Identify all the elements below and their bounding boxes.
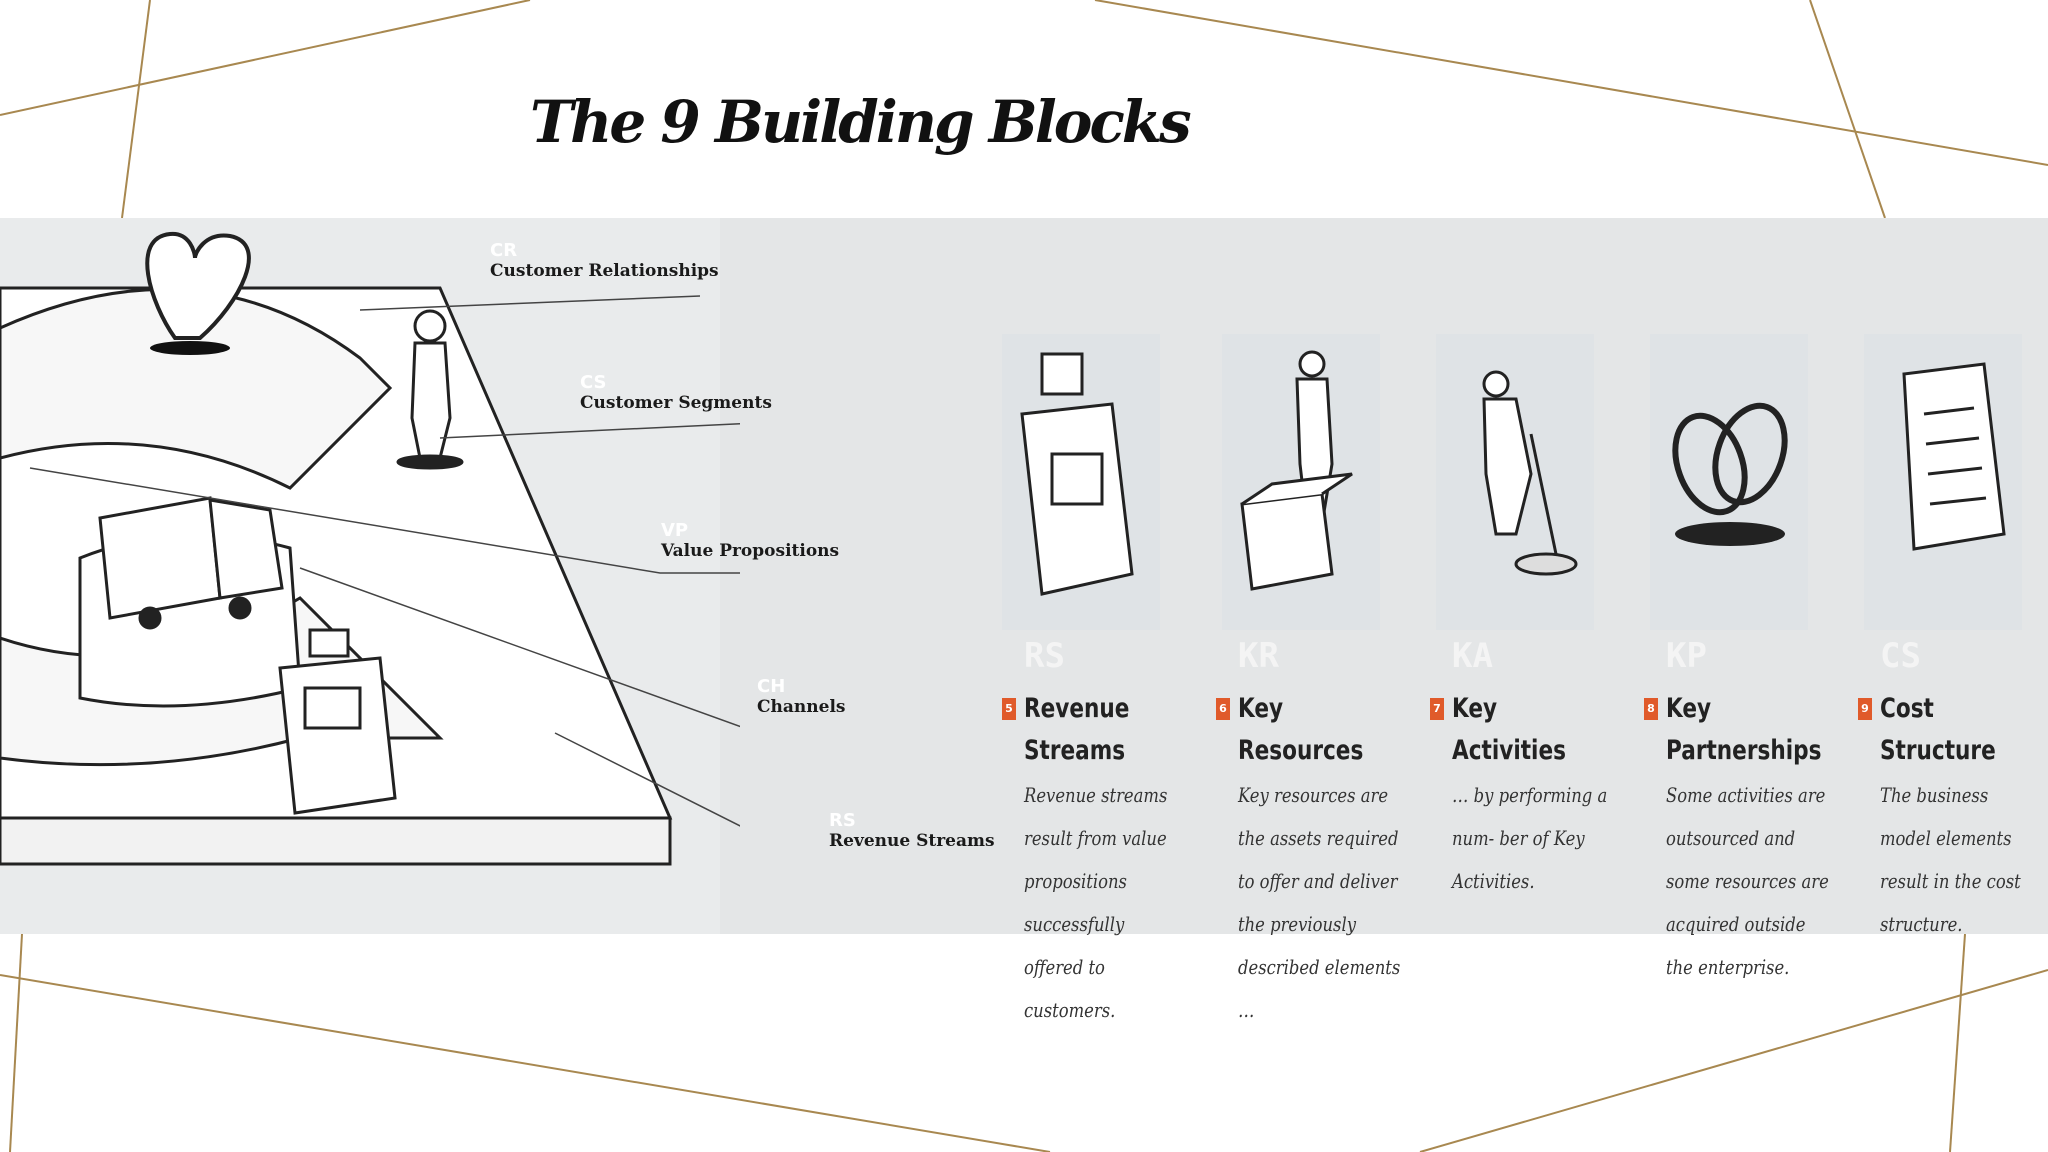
callout-abbr: CH	[757, 676, 786, 697]
arrow-arc-top	[0, 288, 393, 490]
block-number-badge: 7	[1430, 698, 1444, 720]
block-abbr: CS	[1880, 636, 1921, 676]
callout-revenue-streams: RS Revenue Streams	[829, 812, 995, 852]
callout-line	[29, 467, 740, 574]
digging-worker-icon	[1436, 334, 1594, 630]
cash-register-icon	[1002, 334, 1160, 630]
callout-label: Customer Segments	[580, 393, 772, 413]
heart-shadow	[150, 341, 230, 355]
block-number-badge: 6	[1216, 698, 1230, 720]
block-title: Key Activities	[1452, 693, 1566, 766]
cash-register-icon	[278, 628, 397, 815]
block-description: The business model elements result in th…	[1880, 783, 2021, 936]
block-description: … by performing a num- ber of Key Activi…	[1452, 783, 1608, 893]
callout-line	[554, 732, 740, 827]
deco-line	[121, 0, 151, 219]
truck-icon	[98, 496, 284, 630]
interlocked-rings-icon	[1650, 334, 1808, 630]
callout-customer-segments: CS Customer Segments	[580, 374, 772, 414]
callout-value-propositions: VP Value Propositions	[661, 522, 839, 562]
callout-line	[299, 567, 740, 728]
callout-abbr: CR	[490, 240, 518, 261]
worker-with-crates-icon	[1222, 334, 1380, 630]
block-title: Cost Structure	[1880, 693, 1996, 766]
block-number-badge: 9	[1858, 698, 1872, 720]
block-number-badge: 5	[1002, 698, 1016, 720]
callout-label: Customer Relationships	[490, 261, 719, 281]
block-description: Revenue streams result from value propos…	[1024, 783, 1168, 1022]
canvas-board-sketch	[0, 231, 740, 866]
person-icon	[396, 309, 464, 470]
deco-line	[1419, 969, 2048, 1152]
platform-edge	[0, 816, 672, 866]
deco-line	[1949, 933, 1966, 1152]
callout-label: Channels	[757, 697, 846, 717]
invoice-document-icon	[1864, 334, 2022, 630]
callout-customer-relationships: CR Customer Relationships	[490, 242, 719, 282]
block-abbr: KR	[1238, 636, 1279, 676]
block-number-badge: 8	[1644, 698, 1658, 720]
deco-line	[0, 0, 531, 116]
callout-line	[359, 295, 701, 311]
deco-line	[0, 974, 1051, 1152]
deco-line	[9, 933, 23, 1152]
callout-channels: CH Channels	[757, 678, 845, 718]
block-title: Key Resources	[1238, 693, 1364, 766]
callout-abbr: CS	[580, 372, 607, 393]
deco-line	[1809, 0, 1886, 219]
block-description: Key resources are the assets required to…	[1238, 783, 1401, 1022]
callout-label: Value Propositions	[661, 541, 840, 561]
callout-line	[439, 422, 740, 439]
block-abbr: KP	[1666, 636, 1707, 676]
block-abbr: RS	[1024, 636, 1065, 676]
callout-label: Revenue Streams	[829, 831, 995, 851]
deco-line	[1094, 0, 2048, 166]
block-title: Key Partnerships	[1666, 693, 1822, 766]
heart-icon	[145, 231, 251, 340]
block-description: Some activities are outsourced and some …	[1666, 783, 1829, 979]
block-title: Revenue Streams	[1024, 693, 1130, 766]
block-abbr: KA	[1452, 636, 1493, 676]
callout-abbr: RS	[829, 810, 856, 831]
slide-title: The 9 Building Blocks	[530, 88, 1192, 156]
callout-abbr: VP	[661, 520, 689, 541]
